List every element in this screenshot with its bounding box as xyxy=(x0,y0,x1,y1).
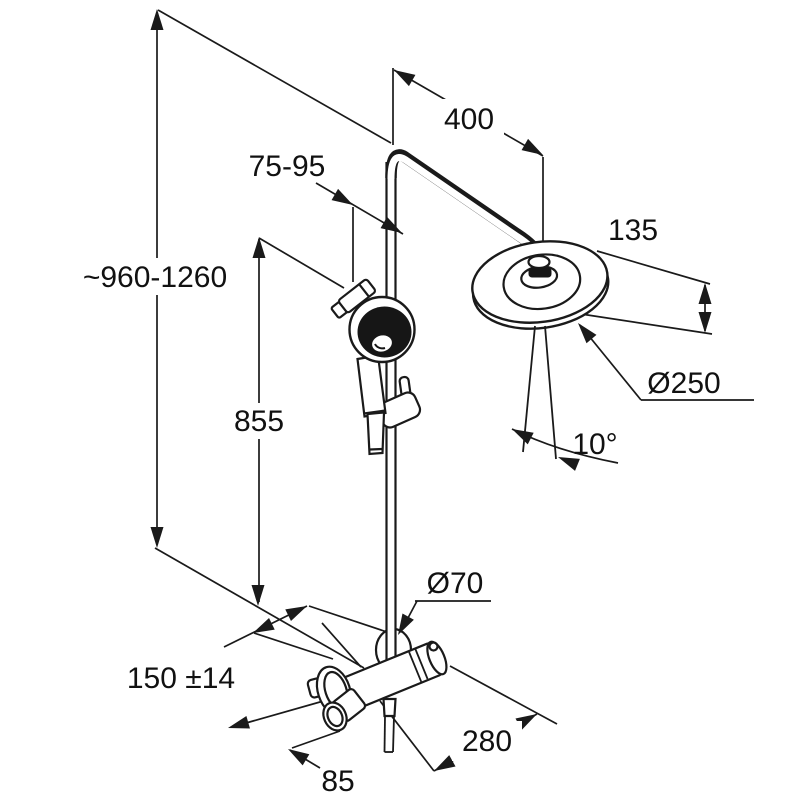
thermostatic-valve xyxy=(306,640,448,732)
dim-label-overall-height: ~960-1260 xyxy=(83,261,227,294)
shower-arm xyxy=(385,149,546,261)
dimension-arrows xyxy=(150,9,712,771)
dim-label-head-diameter: Ø250 xyxy=(647,367,720,400)
dim-label-knob-projection: 85 xyxy=(321,765,354,798)
connector-nut xyxy=(528,267,552,278)
dim-label-arm-projection: 400 xyxy=(444,103,494,136)
dim-label-swivel-angle: 10° xyxy=(572,428,617,461)
slider-holder xyxy=(330,278,376,319)
shower-fixture xyxy=(306,149,619,753)
dim-label-rail-height: 855 xyxy=(234,405,284,438)
dim-label-head-drop: 135 xyxy=(608,214,658,247)
dim-label-escutcheon-diameter: Ø70 xyxy=(427,567,484,600)
valve-end-plug xyxy=(428,641,439,652)
overhead-shower-head xyxy=(471,240,610,330)
flow-knob xyxy=(322,688,367,732)
hand-shower xyxy=(348,295,416,456)
arm-connector-ring xyxy=(527,254,551,270)
dimension-labels: ~960-1260 75-95 855 400 135 Ø250 10° Ø70… xyxy=(70,99,721,798)
shower-hose xyxy=(382,697,397,753)
dim-label-connection-centers: 150 ±14 xyxy=(127,662,235,695)
dim-label-valve-projection: 280 xyxy=(462,725,512,758)
dim-label-hand-shower-offset: 75-95 xyxy=(249,150,326,183)
